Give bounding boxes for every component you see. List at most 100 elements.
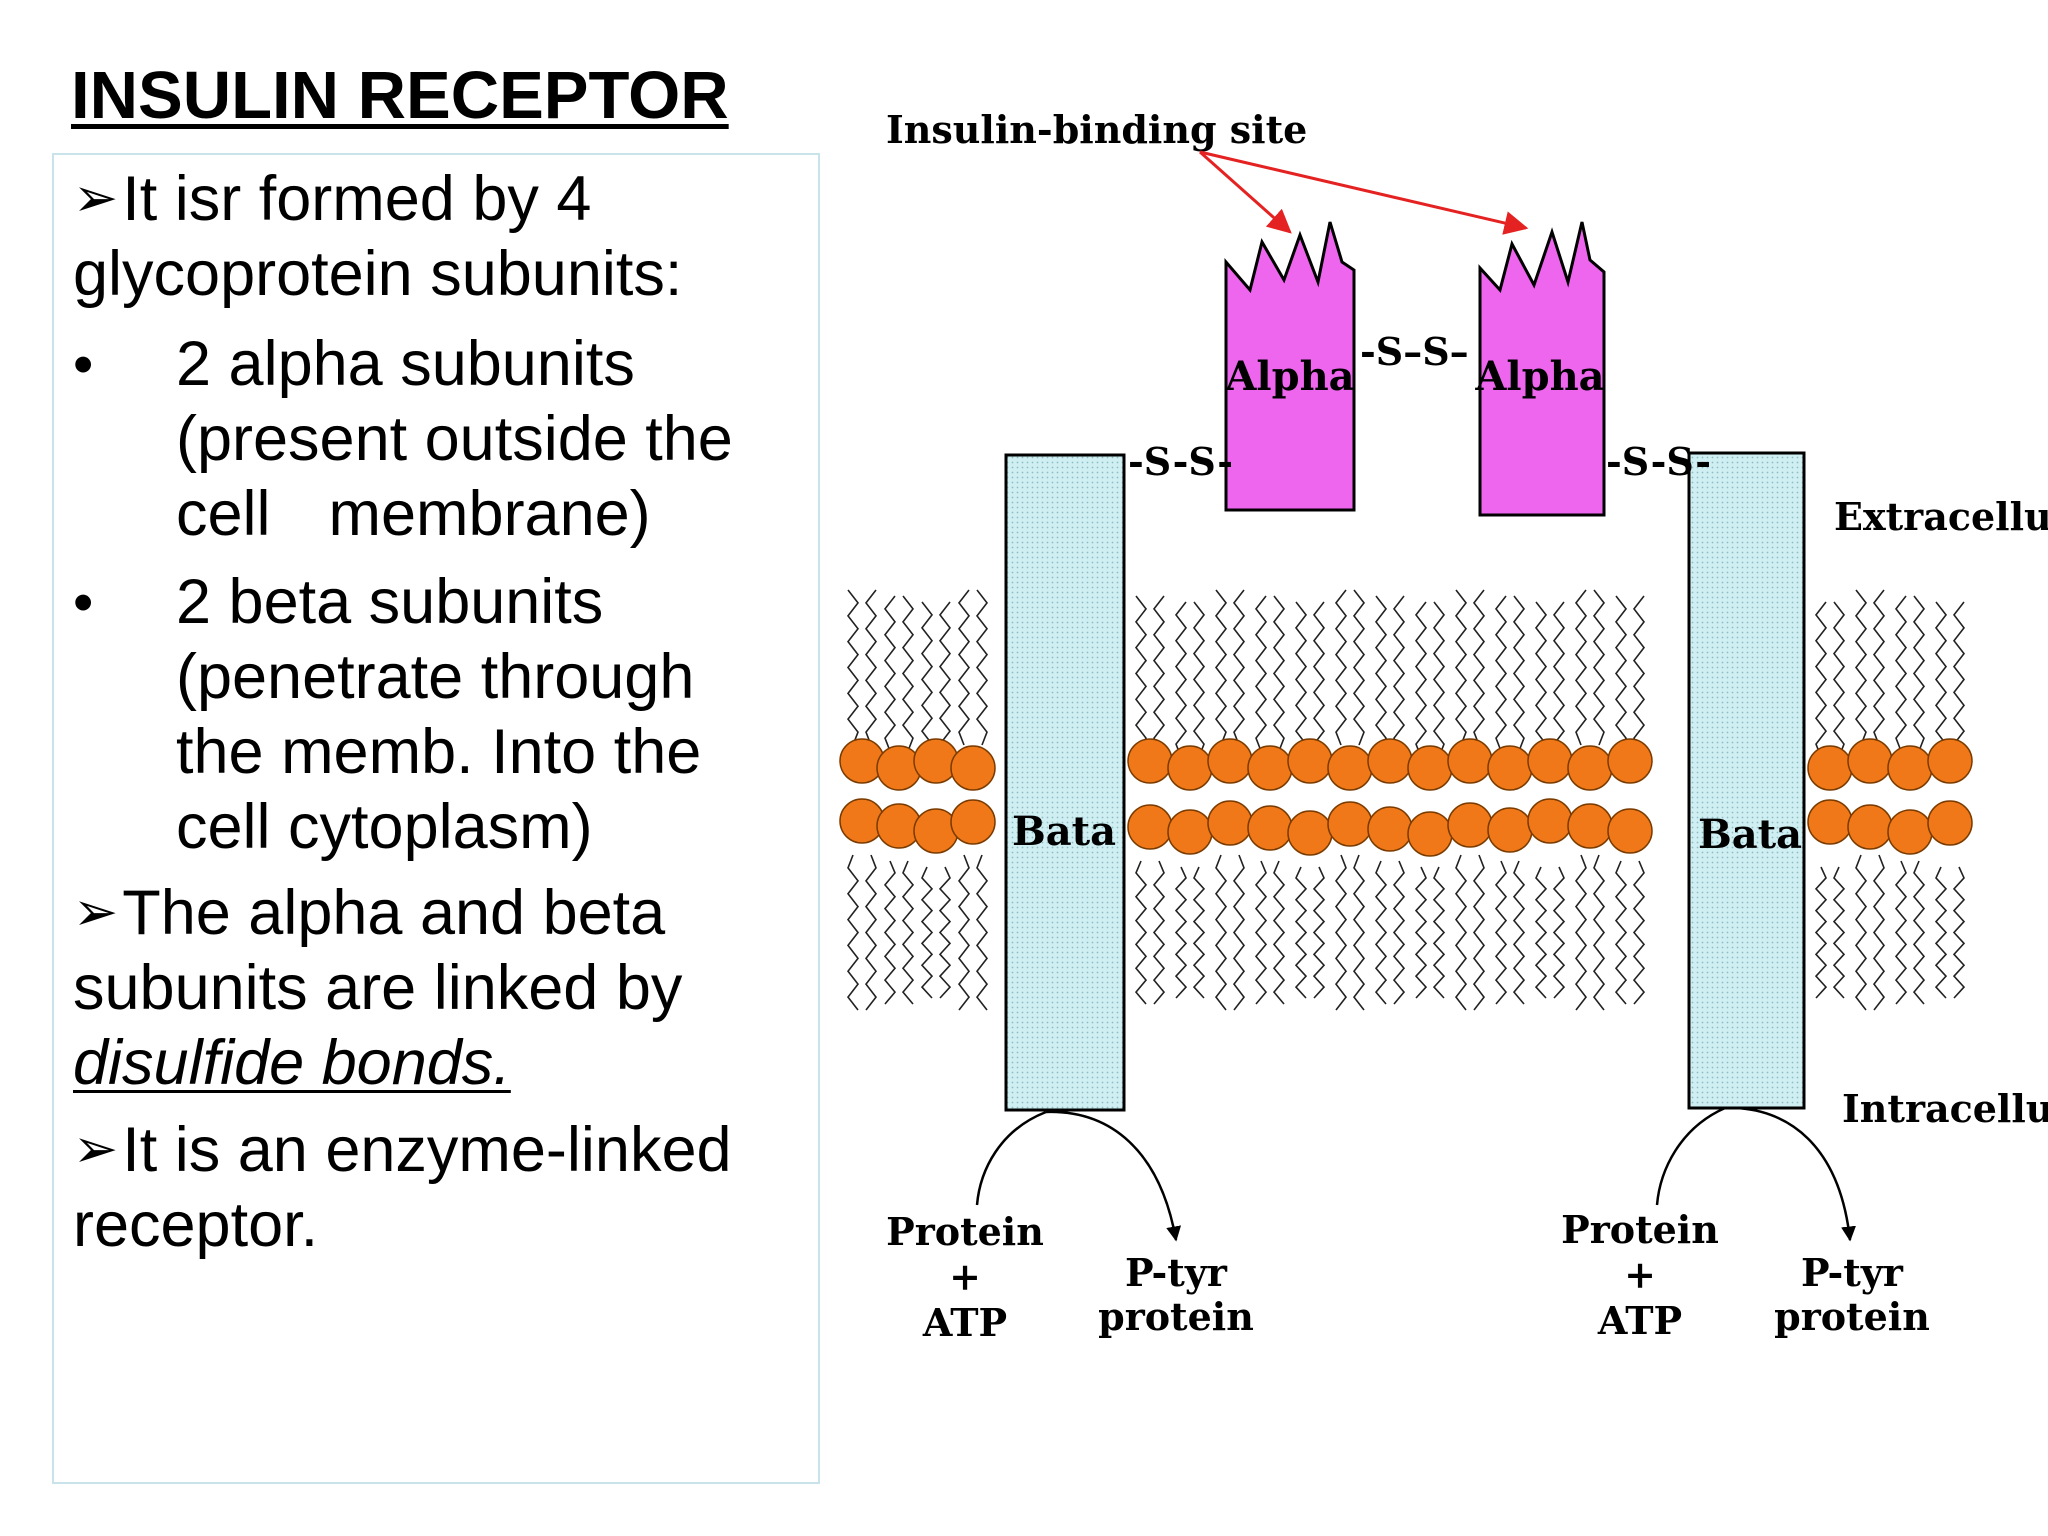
disulfide-bond-right: -S-S- xyxy=(1606,439,1711,484)
alpha-label-right: Alpha xyxy=(1474,353,1604,400)
ptyr-protein-label-left: protein xyxy=(1098,1294,1254,1339)
lipid-head xyxy=(1887,745,1933,791)
lipid-tail xyxy=(1872,854,1886,1011)
reaction-arrow-left-out xyxy=(1045,1110,1182,1242)
binding-site-arrow-right xyxy=(1199,150,1529,235)
lipid-head xyxy=(1287,810,1333,856)
lipid-tail xyxy=(1454,589,1468,746)
lipid-tail xyxy=(1374,860,1388,1005)
lipid-head xyxy=(1167,745,1213,791)
bullet-enzyme-line1: ➢It is an enzyme-linked xyxy=(73,1115,732,1185)
lipid-tail xyxy=(901,595,915,752)
lipid-tail xyxy=(1134,860,1148,1005)
bullet-formed-by-line2: glycoprotein subunits: xyxy=(73,239,683,309)
intracellular-label: Intracellular xyxy=(1842,1086,2048,1131)
lipid-tail xyxy=(846,589,860,746)
slide-title: INSULIN RECEPTOR xyxy=(71,58,729,133)
lipid-head xyxy=(1847,738,1893,784)
alpha-label-left: Alpha xyxy=(1224,353,1354,400)
lipid-tail xyxy=(1254,595,1268,752)
lipid-tail xyxy=(1334,589,1348,746)
lipid-tail xyxy=(920,866,934,999)
lipid-tail xyxy=(1494,860,1508,1005)
lipid-tail xyxy=(1574,589,1588,746)
lipid-head xyxy=(1567,745,1613,791)
lipid-tail xyxy=(1832,866,1846,999)
lipid-tail xyxy=(1494,595,1508,752)
lipid-tail xyxy=(1574,854,1588,1011)
lipid-tail xyxy=(1294,601,1308,758)
lipid-tail xyxy=(1614,860,1628,1005)
lipid-tail xyxy=(1472,854,1486,1011)
extracellular-label: Extracellular xyxy=(1834,494,2048,539)
lipid-head xyxy=(1927,800,1973,846)
lipid-head xyxy=(1327,801,1373,847)
lipid-tail xyxy=(1352,589,1366,746)
lipid-tail xyxy=(1174,601,1188,758)
lipid-head xyxy=(1367,806,1413,852)
lipid-tail xyxy=(1392,860,1406,1005)
lipid-tail xyxy=(846,854,860,1011)
lipid-head xyxy=(1447,738,1493,784)
lipid-head xyxy=(1487,745,1533,791)
lipid-tail xyxy=(864,854,878,1011)
lipid-tail xyxy=(1912,595,1926,752)
lipid-head xyxy=(1327,745,1373,791)
arrow-bullet-icon: ➢ xyxy=(73,1119,119,1179)
lipid-tail xyxy=(1894,595,1908,752)
lipid-tail xyxy=(975,854,989,1011)
lipid-tail xyxy=(901,860,915,1005)
lipid-head xyxy=(1207,738,1253,784)
lipid-tail xyxy=(1814,601,1828,758)
lipid-head xyxy=(1287,738,1333,784)
reaction-curve-right-in xyxy=(1655,1106,1726,1206)
lipid-tail xyxy=(1592,589,1606,746)
lipid-head xyxy=(1847,804,1893,850)
lipid-tail xyxy=(1254,860,1268,1005)
lipid-head xyxy=(1807,799,1853,845)
lipid-heads xyxy=(839,738,1973,857)
dot-bullet-icon: • xyxy=(73,332,94,397)
lipid-tail xyxy=(1512,860,1526,1005)
lipid-head xyxy=(1407,745,1453,791)
lipid-head xyxy=(1247,745,1293,791)
lipid-head xyxy=(1167,809,1213,855)
lipid-tail xyxy=(1952,601,1966,758)
lipid-tail xyxy=(1952,866,1966,999)
disulfide-bonds-emphasis: disulfide bonds. xyxy=(73,1028,511,1098)
atp-label-left: ATP xyxy=(922,1300,1007,1345)
lipid-tail xyxy=(1272,595,1286,752)
ptyr-label-left: P-tyr xyxy=(1125,1250,1228,1295)
plus-label-left: + xyxy=(949,1254,981,1299)
lipid-tail xyxy=(1632,595,1646,752)
lipid-tail xyxy=(1832,601,1846,758)
lipid-tail xyxy=(1312,601,1326,758)
dot-bullet-icon: • xyxy=(73,570,94,635)
bullet-linked-line3: disulfide bonds. xyxy=(73,1026,511,1101)
lipid-head xyxy=(950,799,996,845)
lipid-tail xyxy=(1392,595,1406,752)
lipid-tail xyxy=(957,589,971,746)
protein-label-right: Protein xyxy=(1561,1207,1719,1252)
lipid-tail xyxy=(1912,860,1926,1005)
lipid-tail xyxy=(883,860,897,1005)
lipid-head xyxy=(1607,738,1653,784)
lipid-tail xyxy=(1614,595,1628,752)
lipid-tail xyxy=(1174,866,1188,999)
lipid-tail xyxy=(957,854,971,1011)
atp-label-right: ATP xyxy=(1597,1298,1682,1343)
lipid-tail xyxy=(1294,866,1308,999)
lipid-tail xyxy=(1814,866,1828,999)
reaction-arrow-right-out xyxy=(1724,1106,1856,1242)
lipid-head xyxy=(1127,804,1173,850)
lipid-tail xyxy=(1534,866,1548,999)
arrow-bullet-icon: ➢ xyxy=(73,168,119,228)
lipid-head xyxy=(1407,811,1453,857)
lipid-tail xyxy=(883,595,897,752)
alpha-subunits-line2: (present outside the xyxy=(176,404,733,474)
ptyr-label-right: P-tyr xyxy=(1801,1250,1904,1295)
lipid-tail xyxy=(1854,589,1868,746)
disulfide-bond-center: -S–S– xyxy=(1360,329,1469,374)
beta-label-left: Bata xyxy=(1012,808,1116,855)
